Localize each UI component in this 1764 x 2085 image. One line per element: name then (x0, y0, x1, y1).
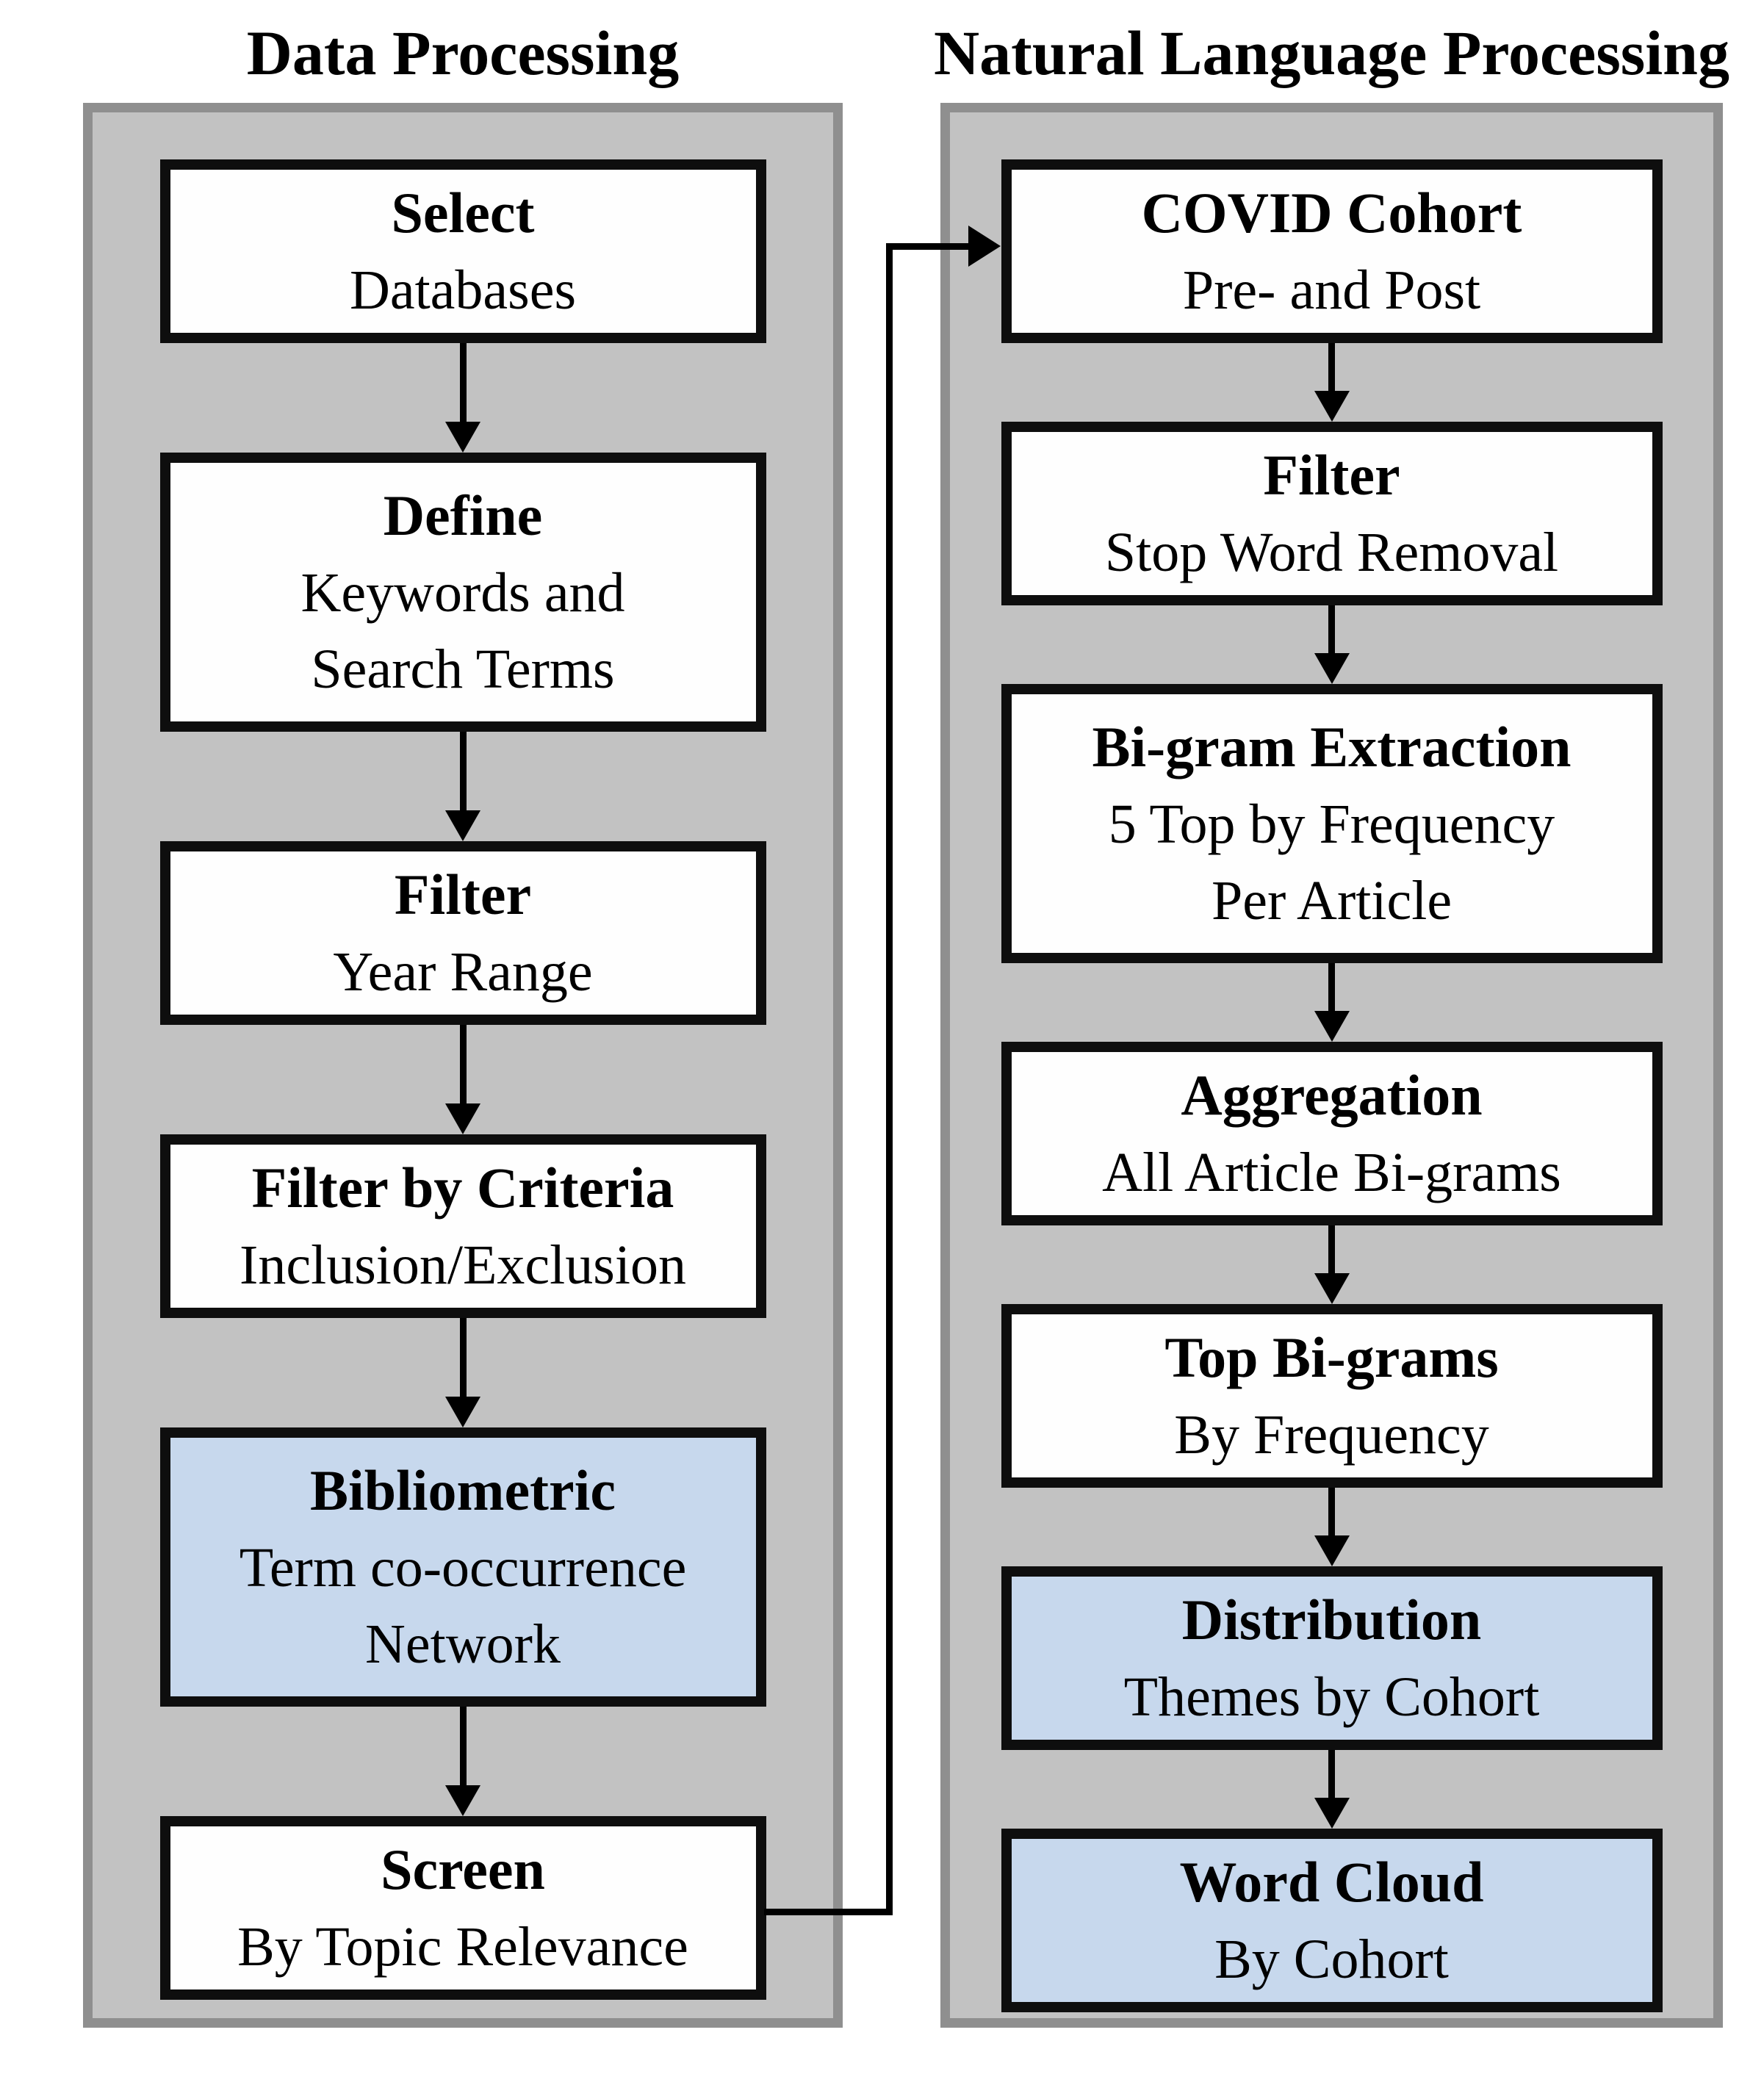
box-line: Network (365, 1613, 561, 1675)
nlp-panel: COVID Cohort Pre- and Post Filter Stop W… (940, 103, 1723, 2028)
flow-box-define-keywords: Define Keywords and Search Terms (159, 453, 766, 732)
box-line: Per Article (1211, 870, 1452, 932)
arrow-head-icon (1314, 1011, 1350, 1042)
arrow-shaft (1328, 963, 1335, 1012)
flow-box-aggregation: Aggregation All Article Bi-grams (1001, 1042, 1663, 1225)
connector-line-bottom (764, 1909, 889, 1915)
box-heading: Distribution (1181, 1588, 1482, 1652)
flow-box-bibliometric-network: Bibliometric Term co-occurrence Network (159, 1427, 766, 1707)
arrow-head-icon (1314, 1273, 1350, 1304)
arrow-head-icon (445, 1397, 480, 1427)
box-line: Keywords and (300, 562, 625, 624)
box-line: All Article Bi-grams (1102, 1142, 1561, 1203)
box-heading: Bi-gram Extraction (1092, 715, 1572, 779)
arrow-shaft (1328, 343, 1335, 392)
flow-box-word-cloud: Word Cloud By Cohort (1001, 1829, 1663, 2012)
box-line: Inclusion/Exclusion (240, 1234, 686, 1296)
arrow-shaft (1328, 1488, 1335, 1536)
arrow-head-icon (1314, 1535, 1350, 1566)
box-heading: Select (391, 181, 535, 245)
right-column-title: Natural Language Processing (934, 18, 1729, 88)
box-line: Term co-occurrence (239, 1537, 687, 1599)
down-arrow (445, 343, 480, 453)
flow-box-distribution-themes: Distribution Themes by Cohort (1001, 1566, 1663, 1750)
box-heading: Filter (1263, 443, 1400, 507)
down-arrow (1314, 343, 1350, 422)
arrow-shaft (459, 1318, 467, 1397)
arrow-shaft (1328, 605, 1335, 654)
arrow-head-icon (445, 422, 480, 453)
down-arrow (445, 1318, 480, 1427)
box-line: Year Range (333, 941, 593, 1003)
arrow-head-icon (1314, 653, 1350, 684)
box-line: 5 Top by Frequency (1108, 793, 1555, 855)
data-processing-panel: Select Databases Define Keywords and Sea… (83, 103, 843, 2028)
box-line: Themes by Cohort (1123, 1666, 1540, 1728)
down-arrow (1314, 963, 1350, 1042)
flow-box-top-bigrams: Top Bi-grams By Frequency (1001, 1304, 1663, 1488)
flow-box-filter-year-range: Filter Year Range (159, 841, 766, 1025)
down-arrow (445, 1707, 480, 1816)
box-heading: Screen (381, 1837, 545, 1901)
arrow-shaft (1328, 1225, 1335, 1274)
arrow-head-icon (1314, 1798, 1350, 1829)
arrow-head-icon (445, 1785, 480, 1816)
down-arrow (1314, 1225, 1350, 1304)
down-arrow (1314, 1488, 1350, 1566)
box-line: Search Terms (311, 638, 615, 700)
box-line: By Topic Relevance (237, 1916, 688, 1978)
box-line: Stop Word Removal (1104, 522, 1559, 583)
arrow-head-icon (445, 1103, 480, 1134)
down-arrow (445, 732, 480, 841)
flow-box-screen-relevance: Screen By Topic Relevance (159, 1816, 766, 2000)
arrow-shaft (1328, 1750, 1335, 1798)
arrow-shaft (459, 1707, 467, 1786)
box-heading: Aggregation (1181, 1063, 1483, 1127)
box-line: By Frequency (1174, 1404, 1489, 1466)
left-column-title: Data Processing (246, 18, 680, 88)
box-heading: COVID Cohort (1141, 181, 1522, 245)
flow-box-bigram-extraction: Bi-gram Extraction 5 Top by Frequency Pe… (1001, 684, 1663, 963)
flow-box-filter-by-criteria: Filter by Criteria Inclusion/Exclusion (159, 1134, 766, 1318)
flow-box-covid-cohort: COVID Cohort Pre- and Post (1001, 159, 1663, 343)
box-heading: Define (383, 483, 543, 547)
box-line: Databases (349, 259, 577, 321)
arrow-head-icon (1314, 391, 1350, 422)
box-heading: Word Cloud (1179, 1850, 1484, 1914)
down-arrow (1314, 605, 1350, 684)
connector-line-vertical (886, 243, 893, 1915)
connector-line-top (886, 243, 971, 250)
flow-box-select-databases: Select Databases (159, 159, 766, 343)
down-arrow (1314, 1750, 1350, 1829)
connector-arrow-head-icon (968, 226, 1001, 267)
box-line: By Cohort (1214, 1929, 1449, 1990)
box-heading: Bibliometric (310, 1458, 616, 1522)
flow-box-filter-stop-words: Filter Stop Word Removal (1001, 422, 1663, 605)
box-heading: Filter by Criteria (251, 1156, 674, 1220)
arrow-shaft (459, 343, 467, 422)
down-arrow (445, 1025, 480, 1134)
arrow-shaft (459, 1025, 467, 1104)
box-heading: Top Bi-grams (1164, 1325, 1499, 1389)
arrow-shaft (459, 732, 467, 811)
box-line: Pre- and Post (1182, 259, 1481, 321)
box-heading: Filter (394, 863, 532, 926)
arrow-head-icon (445, 810, 480, 841)
